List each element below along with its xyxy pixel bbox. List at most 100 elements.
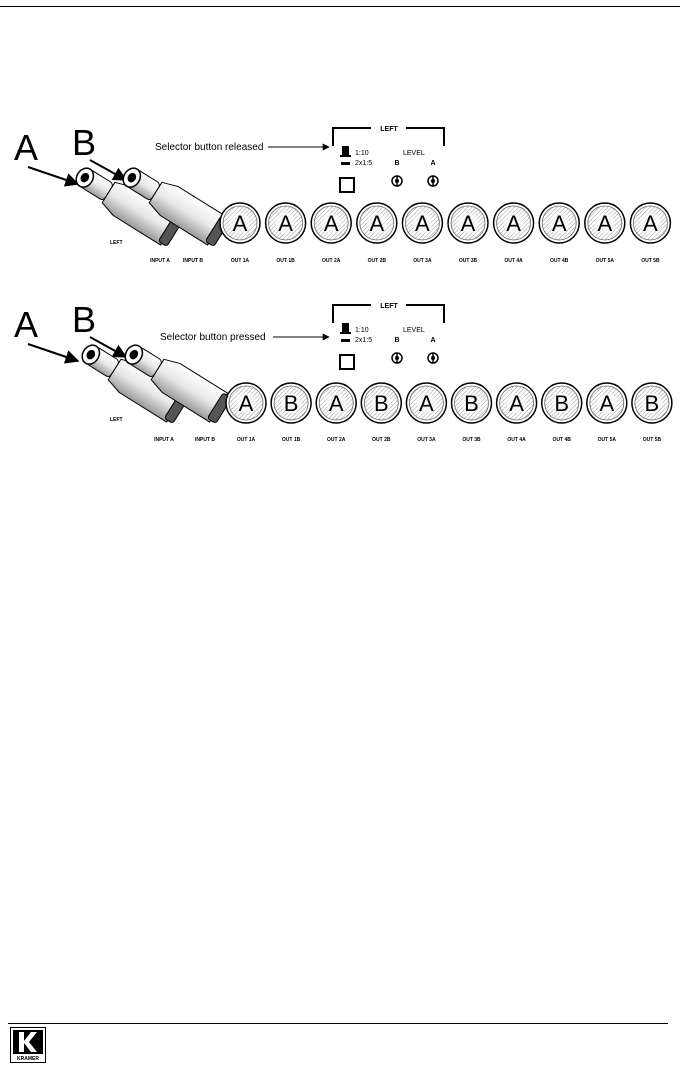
output-label: OUT 2B [368,258,387,264]
footer-rule [8,1023,668,1024]
plug-label: LEFT [110,417,123,423]
output-label: OUT 2A [327,437,346,443]
level-a-knob [427,175,439,187]
output-label: OUT 3A [413,258,432,264]
kramer-k-logo-icon: KRAMER [10,1027,46,1063]
plug-a [81,344,189,423]
output-letter: A [461,211,476,236]
output-letter: A [278,211,293,236]
output-letter: A [369,211,384,236]
ratio-1-label: 1:10 [355,150,369,157]
input-b-label: INPUT B [183,258,203,264]
output-connector: A [264,202,307,244]
arrow-to-plug-b [89,159,128,181]
big-letter-a: A [14,304,38,345]
ratio-1-indicator [342,146,349,155]
output-letter: A [552,211,567,236]
input-a-label: INPUT A [154,437,174,443]
level-label: LEVEL [403,150,425,157]
output-connector: B [540,382,583,424]
header-rule [0,6,680,7]
output-letter: B [284,391,299,416]
output-letter: B [554,391,569,416]
ratio-2-label: 2x1:5 [355,160,372,167]
output-letter: A [419,391,434,416]
panel-bracket-right [406,304,445,323]
output-label: OUT 2B [372,437,391,443]
output-label: OUT 4B [553,437,572,443]
output-connector: A [356,202,398,244]
output-connector: A [586,382,628,424]
output-connector: A [401,202,444,244]
output-label: OUT 5B [641,258,660,264]
ratio-2-label: 2x1:5 [355,337,372,344]
panel-title: LEFT [380,126,398,133]
level-a-label: A [430,337,435,344]
level-b-knob [391,175,403,187]
callout-text: Selector button released [155,142,263,153]
output-connector: A [405,382,448,424]
output-connector: A [315,382,357,424]
level-b-label: B [394,160,399,167]
output-connector: B [270,382,312,424]
svg-text:KRAMER: KRAMER [17,1056,39,1062]
output-label: OUT 4B [550,258,569,264]
output-label: OUT 5A [596,258,615,264]
level-a-label: A [430,160,435,167]
output-letter: A [329,391,344,416]
output-letter: B [374,391,389,416]
arrow-to-plug-a [27,343,80,364]
output-label: OUT 1B [282,437,301,443]
level-a-knob [427,352,439,364]
panel-bracket-left [332,304,371,323]
output-connector: B [360,382,403,424]
output-connector: A [310,202,352,244]
level-b-label: B [394,337,399,344]
output-letter: A [506,211,521,236]
output-label: OUT 1A [231,258,250,264]
callout-text: Selector button pressed [160,332,266,343]
output-label: OUT 3B [462,437,481,443]
panel-title: LEFT [380,303,398,310]
output-label: OUT 3B [459,258,478,264]
output-connector: A [584,202,626,244]
selector-button [339,177,355,193]
input-a-label: INPUT A [150,258,170,264]
output-letter: B [464,391,479,416]
output-connector: A [225,382,267,424]
selector-button [339,354,355,370]
output-letter: A [324,211,339,236]
output-label: OUT 1A [237,437,256,443]
ratio-2-indicator [341,162,350,165]
big-letter-a: A [14,127,38,168]
output-connector: A [219,202,261,244]
output-label: OUT 2A [322,258,341,264]
big-letter-b: B [72,299,96,340]
output-letter: A [643,211,658,236]
ratio-2-indicator [341,339,350,342]
output-connector: A [538,202,580,244]
panel-bracket-left [332,127,371,146]
ratio-1-label: 1:10 [355,327,369,334]
output-connector: A [629,202,672,244]
output-connector: A [447,202,489,244]
output-letter: A [233,211,248,236]
big-letter-b: B [72,122,96,163]
ratio-1-indicator [342,323,349,332]
output-label: OUT 5B [643,437,662,443]
output-letter: A [597,211,612,236]
output-letter: A [239,391,254,416]
output-letter: B [645,391,660,416]
output-letter: A [415,211,430,236]
plug-label: LEFT [110,240,123,246]
output-letter: A [599,391,614,416]
plug-b [124,344,232,423]
output-label: OUT 5A [598,437,617,443]
output-connector: B [631,382,673,424]
panel-bracket-right [406,127,445,146]
arrow-to-plug-a [27,166,80,187]
level-b-knob [391,352,403,364]
